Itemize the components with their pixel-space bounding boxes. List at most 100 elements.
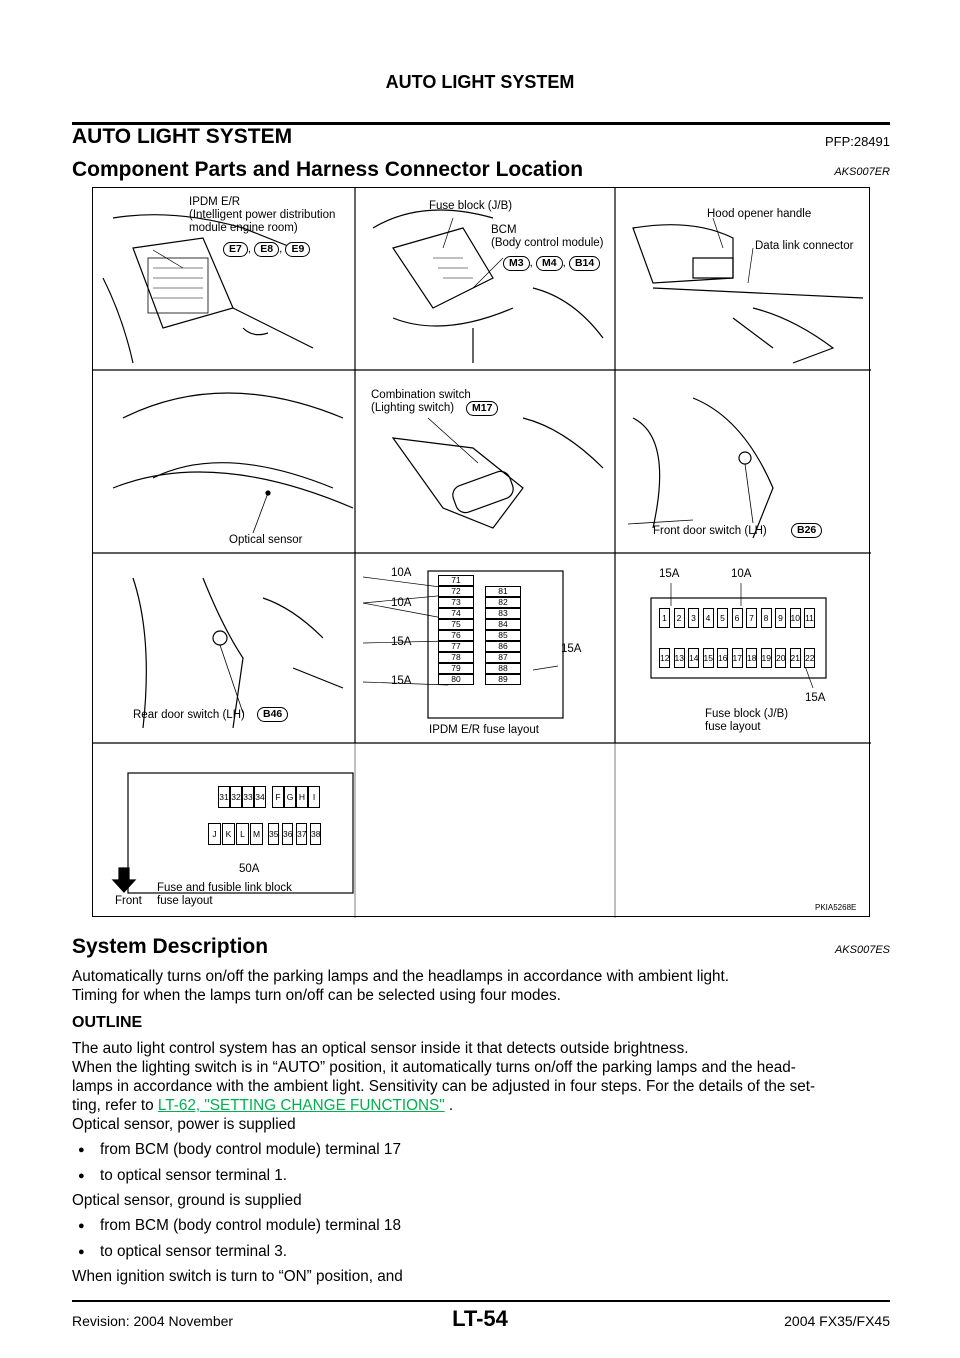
bullet-3: ● from BCM (body control module) terminal… xyxy=(78,1217,401,1235)
rear-door-switch-label: Rear door switch (LH) xyxy=(133,709,245,721)
desc-p9: When ignition switch is turn to “ON” pos… xyxy=(72,1268,403,1285)
jb-fuse-8: 8 xyxy=(760,608,772,628)
outline-title: OUTLINE xyxy=(72,1014,143,1031)
ipdm-amp-5: 15A xyxy=(561,643,582,655)
jb-amp-3: 15A xyxy=(805,692,826,704)
connector-e9: E9 xyxy=(285,242,311,257)
ipdm-amp-1: 10A xyxy=(391,567,412,579)
bullet-1-text: from BCM (body control module) terminal … xyxy=(100,1141,401,1158)
ipdm-fuse-73: 73 xyxy=(438,597,474,608)
desc-p1: Automatically turns on/off the parking l… xyxy=(72,968,730,985)
hood-opener-label: Hood opener handle xyxy=(707,208,812,220)
footer-revision: Revision: 2004 November xyxy=(72,1313,234,1329)
fl-caption: Fuse and fusible link block fuse layout xyxy=(157,882,292,907)
fl-amp: 50A xyxy=(239,863,260,875)
ipdm-fuse-87: 87 xyxy=(485,652,521,663)
ipdm-fuse-71: 71 xyxy=(438,575,474,586)
jb-fuse-9: 9 xyxy=(775,608,786,628)
subsection-code: AKS007ER xyxy=(834,166,890,178)
fl-fuse-L: L xyxy=(236,823,249,845)
desc-p6-pre: ting, refer to xyxy=(72,1097,158,1114)
jb-fuse-12: 12 xyxy=(659,648,670,668)
fl-fuse-34: 34 xyxy=(254,786,266,808)
connector-b26: B26 xyxy=(791,523,823,538)
jb-fuse-4: 4 xyxy=(702,608,714,628)
jb-amp-1: 15A xyxy=(659,568,680,580)
front-door-connector-wrap: B26 xyxy=(791,523,823,538)
connector-m4: M4 xyxy=(535,256,563,271)
combo-connector-wrap: M17 xyxy=(466,401,499,416)
bullet-dot: ● xyxy=(78,1219,85,1232)
ipdm-fuse-84: 84 xyxy=(485,619,521,630)
ipdm-fuse-83: 83 xyxy=(485,608,521,619)
bcm-label: BCM (Body control module) xyxy=(491,224,604,249)
jb-fuse-18: 18 xyxy=(746,648,757,668)
front-door-switch-label: Front door switch (LH) xyxy=(653,525,767,537)
desc-p8: Optical sensor, ground is supplied xyxy=(72,1192,302,1209)
bullet-dot: ● xyxy=(78,1245,85,1258)
fl-fuse-F: F xyxy=(272,786,284,808)
fl-fuse-32: 32 xyxy=(230,786,242,808)
fl-fuse-33: 33 xyxy=(242,786,254,808)
system-description-title: System Description xyxy=(72,935,269,958)
fl-fuse-37: 37 xyxy=(296,823,307,845)
connector-m3: M3 xyxy=(503,256,530,271)
jb-fuse-2: 2 xyxy=(673,608,685,628)
fl-fuse-H: H xyxy=(296,786,308,808)
ipdm-fuse-88: 88 xyxy=(485,663,521,674)
fl-fuse-J: J xyxy=(208,823,221,845)
desc-p7: Optical sensor, power is supplied xyxy=(72,1116,296,1133)
bullet-1: ● from BCM (body control module) terminal… xyxy=(78,1141,401,1159)
jb-fuse-1: 1 xyxy=(659,608,670,628)
jb-fuse-17: 17 xyxy=(731,648,743,668)
fl-fuse-31: 31 xyxy=(218,786,230,808)
fl-fuse-G: G xyxy=(284,786,296,808)
component-location-figure: IPDM E/R (Intelligent power distribution… xyxy=(92,187,871,918)
ipdm-fuse-74: 74 xyxy=(438,608,474,619)
setting-change-functions-link[interactable]: LT-62, "SETTING CHANGE FUNCTIONS" xyxy=(157,1097,445,1114)
jb-fuse-15: 15 xyxy=(702,648,714,668)
connector-e8: E8 xyxy=(254,242,280,257)
desc-p2: Timing for when the lamps turn on/off ca… xyxy=(72,987,561,1004)
ipdm-connectors: E7, E8, E9 xyxy=(223,242,311,257)
desc-p6-post: . xyxy=(444,1097,454,1114)
ipdm-fuse-89: 89 xyxy=(485,674,521,685)
ipdm-fuse-79: 79 xyxy=(438,663,474,674)
jb-fuse-22: 22 xyxy=(804,648,815,668)
ipdm-fuse-81: 81 xyxy=(485,586,521,597)
fl-fuse-K: K xyxy=(222,823,235,845)
pfp-code: PFP:28491 xyxy=(824,134,890,149)
jb-fuse-10: 10 xyxy=(789,608,801,628)
subsection-title: Component Parts and Harness Connector Lo… xyxy=(72,158,584,181)
ipdm-fuse-caption: IPDM E/R fuse layout xyxy=(429,724,539,736)
jb-fuse-7: 7 xyxy=(746,608,757,628)
jb-fuse-19: 19 xyxy=(760,648,772,668)
ipdm-fuse-80: 80 xyxy=(438,674,474,685)
fl-fuse-36: 36 xyxy=(282,823,293,845)
bullet-3-text: from BCM (body control module) terminal … xyxy=(100,1217,401,1234)
figure-code: PKIA5268E xyxy=(815,903,857,912)
connector-b46: B46 xyxy=(257,707,289,722)
ipdm-fuse-75: 75 xyxy=(438,619,474,630)
connector-b14: B14 xyxy=(568,256,601,271)
ipdm-fuse-86: 86 xyxy=(485,641,521,652)
desc-p5: lamps in accordance with the ambient lig… xyxy=(72,1078,816,1095)
ipdm-fuse-82: 82 xyxy=(485,597,521,608)
ipdm-fuse-76: 76 xyxy=(438,630,474,641)
page-header-title: AUTO LIGHT SYSTEM xyxy=(385,72,575,92)
ipdm-fuse-72: 72 xyxy=(438,586,474,597)
jb-fuse-5: 5 xyxy=(717,608,728,628)
bullet-2-text: to optical sensor terminal 1. xyxy=(100,1167,288,1184)
fl-fuse-M: M xyxy=(250,823,263,845)
fl-fuse-I: I xyxy=(308,786,320,808)
ipdm-fuse-78: 78 xyxy=(438,652,474,663)
jb-fuse-caption: Fuse block (J/B) fuse layout xyxy=(705,708,789,733)
bullet-dot: ● xyxy=(78,1143,85,1156)
jb-fuse-14: 14 xyxy=(688,648,699,668)
header-rule xyxy=(72,122,890,125)
jb-fuse-21: 21 xyxy=(789,648,801,668)
bcm-connectors: M3, M4, B14 xyxy=(503,256,601,271)
jb-fuse-6: 6 xyxy=(731,608,743,628)
data-link-connector-label: Data link connector xyxy=(755,240,854,252)
ipdm-fuse-85: 85 xyxy=(485,630,521,641)
